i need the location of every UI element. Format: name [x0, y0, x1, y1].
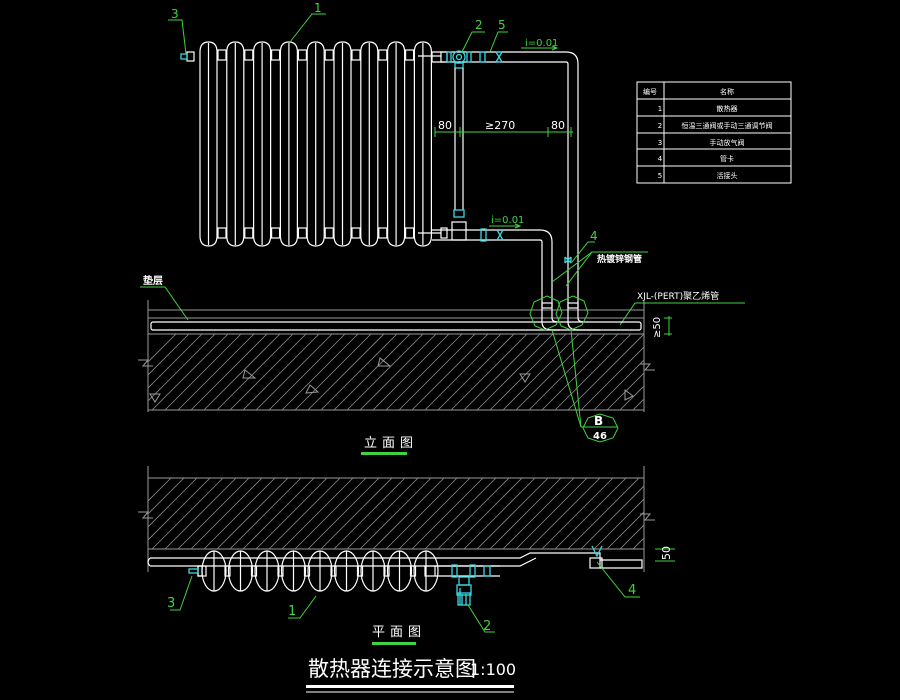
legend-table: 编号 名称 1 散热器 2 恒温三通阀或手动三通调节阀 3 手动放气阀 4 管卡… — [636, 81, 792, 184]
dim-left: 80 — [438, 119, 452, 132]
legend-header-name: 名称 — [720, 87, 734, 96]
callout-4-elev: 4 — [590, 229, 598, 243]
radiator-nipple — [244, 227, 254, 239]
plan-title-underline — [372, 642, 416, 645]
detail-reference-leaders — [551, 329, 619, 443]
radiator-nipple — [351, 227, 361, 239]
radiator-nipple — [405, 49, 415, 61]
floor-dim-plan-label: 50 — [660, 546, 673, 560]
dim-right: 80 — [551, 119, 565, 132]
callout-leaders-elev — [140, 13, 745, 326]
label-cushion: 垫层 — [143, 274, 163, 287]
radiator-nipple — [217, 227, 227, 239]
radiator-section — [413, 41, 432, 247]
legend-row-name: 恒温三通阀或手动三通调节阀 — [682, 121, 773, 130]
detail-ref-sheet: 46 — [593, 431, 607, 442]
radiator-section — [333, 41, 352, 247]
legend-row-name: 手动放气阀 — [710, 138, 745, 147]
legend-row-no: 2 — [658, 122, 662, 130]
callout-2-plan: 2 — [483, 619, 491, 634]
floor-elevation — [138, 295, 655, 412]
callout-1-elev: 1 — [314, 1, 322, 15]
floor-dim-elev — [664, 316, 672, 336]
radiator-section — [387, 41, 406, 247]
union-fitting — [479, 51, 503, 63]
slope-upper-label: i=0.01 — [525, 38, 558, 49]
radiator-nipple — [271, 49, 281, 61]
pipe-clamp-plan — [591, 545, 603, 558]
floor-plan — [138, 466, 655, 572]
label-steel-pipe: 热镀锌钢管 — [597, 253, 642, 265]
callout-1-plan: 1 — [288, 604, 296, 619]
drawing-title: 散热器连接示意图 — [308, 657, 476, 681]
legend-row-name: 管卡 — [720, 154, 734, 163]
callout-3-elev: 3 — [171, 7, 179, 21]
radiator-nipple — [324, 227, 334, 239]
callout-5-elev: 5 — [498, 18, 506, 32]
radiator-nipple — [244, 49, 254, 61]
detail-ref-bubble — [582, 413, 619, 443]
dimension-line — [434, 127, 573, 137]
legend-row-name: 活接头 — [717, 171, 738, 180]
radiator-section — [360, 41, 379, 247]
pipe-clamp — [564, 256, 572, 264]
legend-row-name: 散热器 — [717, 104, 738, 113]
radiator-nipple — [351, 49, 361, 61]
drawing-scale: 1:100 — [470, 660, 516, 679]
slope-lower-label: i=0.01 — [491, 215, 524, 226]
radiator-nipple — [324, 49, 334, 61]
dim-middle: ≥270 — [485, 119, 515, 132]
plan-view-title: 平面图 — [372, 625, 426, 640]
radiator-nipple — [297, 49, 307, 61]
callout-4-plan: 4 — [628, 583, 636, 598]
radiator-section — [279, 41, 298, 247]
bypass-pipe — [453, 68, 465, 218]
legend-row-no: 4 — [658, 155, 663, 163]
elevation-view-title: 立面图 — [364, 436, 418, 451]
title-underline-thick — [306, 685, 514, 688]
radiator-section — [306, 41, 325, 247]
radiator-nipple — [378, 227, 388, 239]
radiator-section — [199, 41, 218, 247]
radiator-plan — [197, 550, 439, 592]
radiator-nipple — [297, 227, 307, 239]
radiator-section — [253, 41, 272, 247]
radiator-nipple — [378, 49, 388, 61]
legend-row-no: 3 — [658, 139, 662, 147]
floor-dim-plan — [655, 548, 675, 562]
detail-ref-letter: B — [594, 414, 603, 428]
elevation-title-underline — [361, 452, 407, 455]
three-way-valve — [446, 50, 472, 69]
supply-pipe-upper — [431, 51, 579, 300]
callout-leaders-plan — [170, 561, 640, 633]
radiator-nipple — [217, 49, 227, 61]
slope-arrow-lower — [489, 223, 522, 229]
slope-arrow-upper — [521, 45, 559, 51]
radiator-elevation — [199, 41, 448, 247]
radiator-section — [226, 41, 245, 247]
plan-fittings — [188, 564, 500, 606]
callout-2-elev: 2 — [475, 18, 483, 32]
legend-row-no: 1 — [658, 105, 662, 113]
air-vent-valve — [180, 51, 195, 62]
floor-dim-elev-label: ≥50 — [652, 317, 663, 338]
radiator-nipple — [405, 227, 415, 239]
radiator-nipple — [271, 227, 281, 239]
label-pert-pipe: XJL-(PERT)聚乙烯管 — [637, 290, 719, 302]
callout-3-plan: 3 — [167, 596, 175, 611]
legend-row-no: 5 — [658, 172, 662, 180]
legend-header-no: 编号 — [643, 87, 657, 96]
return-pipe-lower — [432, 221, 553, 308]
